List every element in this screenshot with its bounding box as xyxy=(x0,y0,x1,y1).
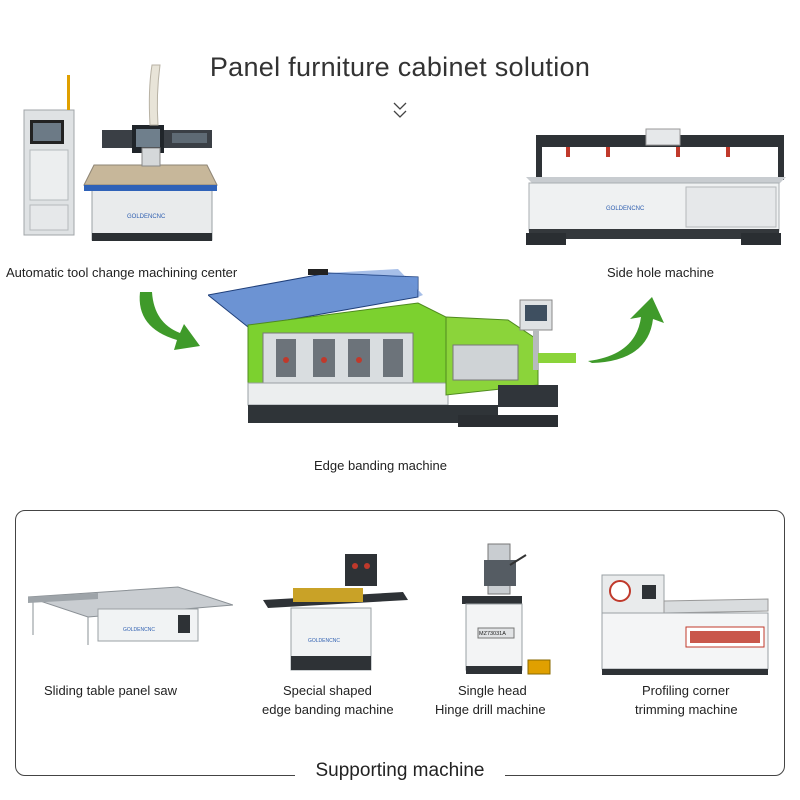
page-title: Panel furniture cabinet solution xyxy=(209,52,591,82)
edge-banding-machine-image xyxy=(208,269,576,427)
supporting-item-label: trimming machine xyxy=(635,702,738,717)
svg-text:GOLDENCNC: GOLDENCNC xyxy=(606,206,645,212)
supporting-item-label: Profiling corner xyxy=(642,683,730,698)
svg-text:GOLDENCNC: GOLDENCNC xyxy=(123,627,155,633)
supporting-item-label: Hinge drill machine xyxy=(435,702,546,717)
atc-machine-label: Automatic tool change machining center xyxy=(6,265,238,280)
model-plate: MZ73031A xyxy=(479,631,506,637)
sliding-table-panel-saw-image: GOLDENCNC xyxy=(28,586,233,645)
supporting-item-label: Sliding table panel saw xyxy=(44,683,177,698)
supporting-item-label: edge banding machine xyxy=(262,702,394,717)
hinge-drill-machine-image: MZ73031A xyxy=(462,543,551,675)
supporting-item-label: Special shaped xyxy=(283,683,372,698)
supporting-machine-title: Supporting machine xyxy=(295,758,505,784)
curved-arrow-icon xyxy=(139,292,200,350)
supporting-item-label: Single head xyxy=(458,683,527,698)
atc-machining-center-image: GOLDENCNC xyxy=(23,64,218,241)
chevron-down-icon xyxy=(393,102,407,118)
side-hole-machine-image: GOLDENCNC xyxy=(526,128,786,245)
edge-banding-machine-label: Edge banding machine xyxy=(314,458,447,473)
corner-trimming-machine-image xyxy=(601,574,769,675)
svg-text:GOLDENCNC: GOLDENCNC xyxy=(308,638,340,644)
curved-arrow-icon xyxy=(588,297,664,363)
side-hole-machine-label: Side hole machine xyxy=(607,265,714,280)
special-shaped-edge-banding-image: GOLDENCNC xyxy=(263,554,408,671)
svg-text:GOLDENCNC: GOLDENCNC xyxy=(127,214,166,220)
